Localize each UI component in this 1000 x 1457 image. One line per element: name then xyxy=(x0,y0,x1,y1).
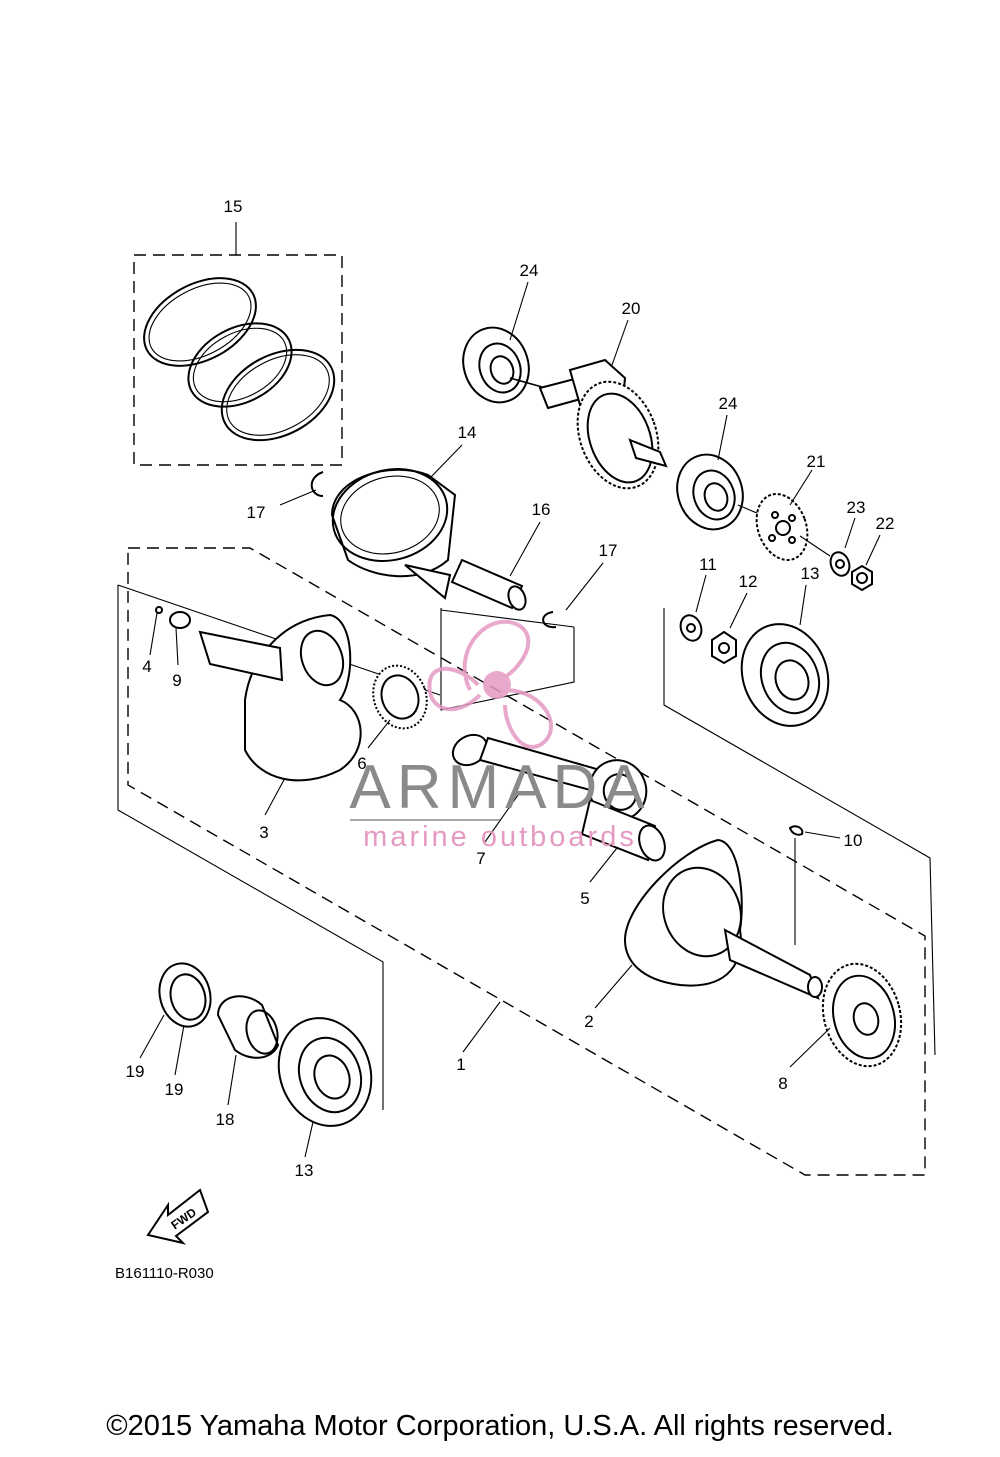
callout-5[interactable]: 5 xyxy=(580,889,589,908)
callout-7[interactable]: 7 xyxy=(476,849,485,868)
callout-4[interactable]: 4 xyxy=(142,657,151,676)
callout-23[interactable]: 23 xyxy=(847,498,866,517)
callout-24-upper[interactable]: 24 xyxy=(520,261,539,280)
fwd-arrow-icon: FWD xyxy=(146,1188,210,1245)
piston-pin-clip-right[interactable] xyxy=(542,611,557,629)
woodruff-key-left[interactable] xyxy=(155,606,163,614)
balancer-drive-gear[interactable] xyxy=(748,487,816,567)
balancer-shaft[interactable] xyxy=(509,358,673,500)
callout-9[interactable]: 9 xyxy=(172,671,181,690)
watermark-name: ARMADA xyxy=(349,753,650,822)
crank-bearing-left[interactable] xyxy=(264,1005,386,1139)
callout-19-a[interactable]: 19 xyxy=(126,1062,145,1081)
crank-bearing-right[interactable] xyxy=(728,612,843,738)
callout-17-left[interactable]: 17 xyxy=(247,503,266,522)
callout-13-right[interactable]: 13 xyxy=(801,564,820,583)
washer-23[interactable] xyxy=(827,550,852,579)
crank-left-half[interactable] xyxy=(198,613,362,782)
watermark-tagline: marine outboards xyxy=(363,821,637,853)
nut-12[interactable] xyxy=(711,630,737,665)
balancer-bearing-upper[interactable] xyxy=(453,318,539,411)
piston-pin[interactable] xyxy=(450,558,529,612)
callout-19-b[interactable]: 19 xyxy=(165,1080,184,1099)
bushing-9[interactable] xyxy=(169,611,191,629)
callout-13-left[interactable]: 13 xyxy=(295,1161,314,1180)
callout-2[interactable]: 2 xyxy=(584,1012,593,1031)
callout-16[interactable]: 16 xyxy=(532,500,551,519)
watermark-logo xyxy=(427,619,553,749)
callout-6[interactable]: 6 xyxy=(357,754,366,773)
callout-15[interactable]: 15 xyxy=(224,197,243,216)
callout-24-lower[interactable]: 24 xyxy=(719,394,738,413)
piston[interactable] xyxy=(322,457,457,600)
callout-21[interactable]: 21 xyxy=(807,452,826,471)
callout-labels: 15 24 20 24 14 21 23 22 17 16 17 11 12 1… xyxy=(126,197,895,1180)
oil-seal-19[interactable] xyxy=(153,958,218,1033)
callout-22[interactable]: 22 xyxy=(876,514,895,533)
woodruff-key-right[interactable] xyxy=(788,825,804,836)
drawing-code: B161110-R030 xyxy=(115,1265,214,1282)
callout-12[interactable]: 12 xyxy=(739,572,758,591)
spacer-18[interactable] xyxy=(216,995,282,1059)
callout-10[interactable]: 10 xyxy=(844,831,863,850)
callout-14[interactable]: 14 xyxy=(458,423,477,442)
crank-drive-gear[interactable] xyxy=(812,955,912,1075)
leader-lines xyxy=(139,281,881,1158)
piston-pin-clip-left[interactable] xyxy=(310,471,324,497)
crank-pin[interactable] xyxy=(580,798,669,864)
callout-20[interactable]: 20 xyxy=(622,299,641,318)
callout-11[interactable]: 11 xyxy=(699,555,717,574)
nut-22[interactable] xyxy=(851,564,873,592)
washer-11[interactable] xyxy=(677,612,705,643)
callout-3[interactable]: 3 xyxy=(259,823,268,842)
callout-17-right[interactable]: 17 xyxy=(599,541,618,560)
balancer-bearing-lower[interactable] xyxy=(667,445,753,538)
callout-18[interactable]: 18 xyxy=(216,1110,235,1129)
crank-right-half[interactable] xyxy=(623,838,823,1000)
piston-ring-set[interactable] xyxy=(129,222,350,466)
callout-8[interactable]: 8 xyxy=(778,1074,787,1093)
copyright-notice: ©2015 Yamaha Motor Corporation, U.S.A. A… xyxy=(106,1410,894,1442)
callout-1[interactable]: 1 xyxy=(456,1055,465,1074)
needle-bearing[interactable] xyxy=(365,658,436,736)
